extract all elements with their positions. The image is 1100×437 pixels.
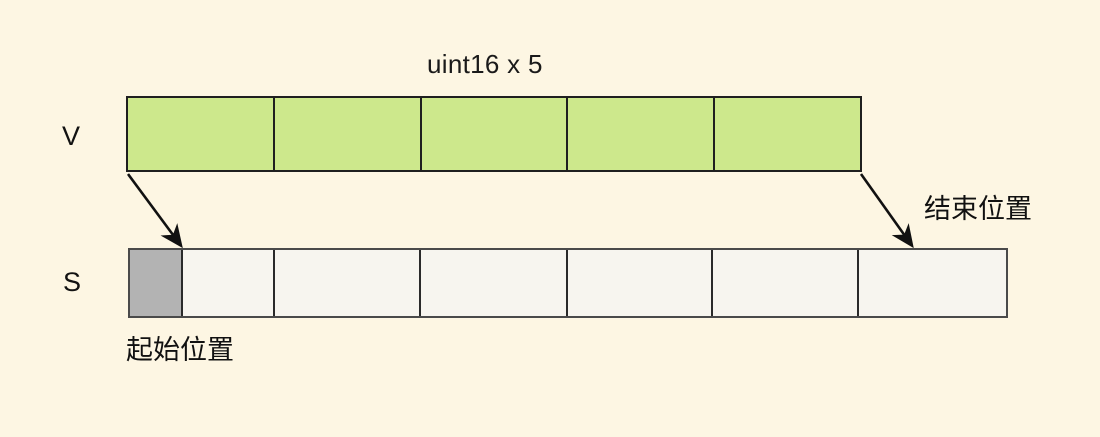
array-row-s — [128, 248, 1008, 318]
v-cell-1 — [274, 98, 422, 170]
s-cell-2 — [275, 250, 421, 316]
s-cell-6 — [859, 250, 1006, 316]
s-cell-3 — [421, 250, 568, 316]
row-label-s: S — [63, 267, 82, 297]
s-cell-4 — [568, 250, 713, 316]
title-uint16: uint16 x 5 — [427, 49, 543, 79]
row-label-v: V — [62, 121, 81, 151]
caption-end-position: 结束位置 — [924, 194, 1032, 225]
start-position-arrow-icon — [126, 173, 183, 249]
s-cell-5 — [713, 250, 859, 316]
s-cell-0-filled — [130, 250, 183, 316]
end-position-arrow-icon — [859, 173, 914, 249]
v-cell-0 — [128, 98, 275, 170]
array-row-v — [126, 96, 862, 172]
v-cell-4 — [715, 98, 860, 170]
caption-start-position: 起始位置 — [126, 335, 234, 366]
v-cell-2 — [421, 98, 569, 170]
v-cell-3 — [568, 98, 716, 170]
s-cell-1 — [183, 250, 275, 316]
